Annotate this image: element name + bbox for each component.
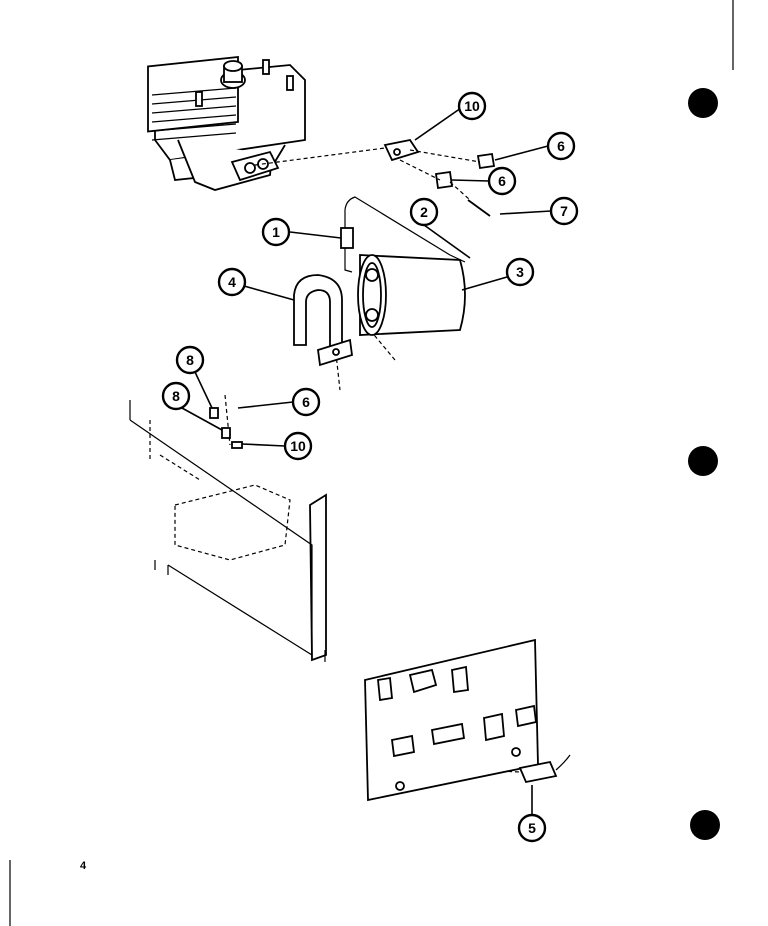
leader-lines (181, 107, 552, 815)
callout-label: 6 (498, 173, 506, 189)
callout-label: 4 (228, 274, 236, 290)
callout-label: 10 (290, 438, 306, 454)
chassis-panel (129, 400, 327, 662)
callout-label: 6 (557, 138, 565, 154)
callout-4: 4 (217, 267, 247, 297)
callout-label: 5 (528, 820, 536, 836)
callout-6-middle: 6 (487, 166, 517, 196)
callout-10-lower: 10 (283, 431, 313, 461)
callout-label: 10 (464, 98, 480, 114)
callout-1: 1 (261, 217, 291, 247)
capacitor-bracket (293, 274, 353, 367)
binder-hole-bottom (690, 810, 720, 840)
capacitor (357, 254, 466, 336)
terminal-assembly (383, 138, 496, 217)
page-number: 4 (80, 860, 87, 872)
noise-filter (518, 754, 571, 784)
callout-8-upper: 8 (175, 345, 205, 375)
callout-label: 7 (560, 203, 568, 219)
callout-2: 2 (409, 197, 439, 227)
callout-label: 1 (272, 224, 280, 240)
callout-label: 3 (516, 264, 524, 280)
callout-6-top: 6 (546, 131, 576, 161)
callout-label: 8 (172, 388, 180, 404)
binder-hole-top (688, 88, 718, 118)
binder-hole-middle (688, 446, 718, 476)
callout-label: 8 (186, 352, 194, 368)
callout-label: 6 (302, 394, 310, 410)
scan-marks (9, 0, 734, 926)
callout-8-lower: 8 (161, 381, 191, 411)
callout-6-lower: 6 (291, 387, 321, 417)
callout-10-top: 10 (457, 91, 487, 121)
magnetron (147, 55, 306, 191)
callout-5: 5 (517, 813, 547, 843)
callout-label: 2 (420, 204, 428, 220)
callout-3: 3 (505, 257, 535, 287)
diode-and-lead (340, 196, 466, 273)
callout-7: 7 (549, 196, 579, 226)
circuit-board (364, 638, 539, 802)
